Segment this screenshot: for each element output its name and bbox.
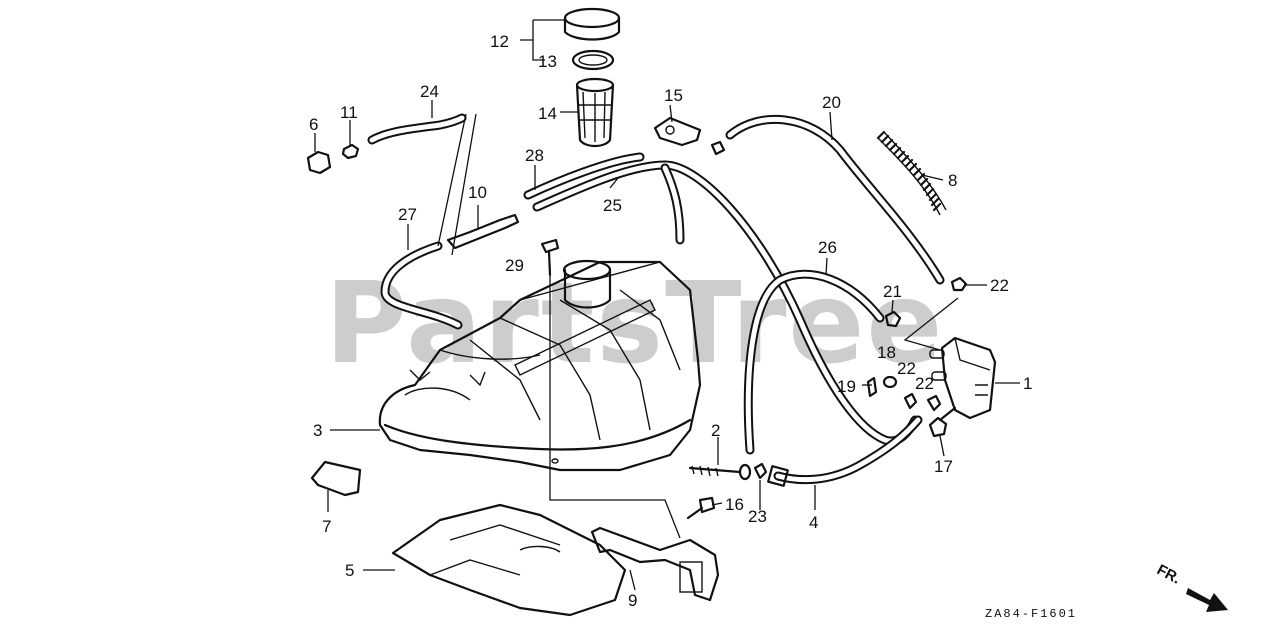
callout-10: 10	[468, 183, 487, 202]
callout-21: 21	[883, 282, 902, 301]
callout-6: 6	[309, 115, 318, 134]
callout-9: 9	[628, 591, 637, 610]
clip-22-b[interactable]	[903, 392, 918, 410]
hose-27[interactable]	[380, 241, 463, 330]
washer-18[interactable]	[882, 375, 898, 389]
clip-23[interactable]	[753, 462, 768, 480]
callout-18: 18	[877, 343, 896, 362]
callout-13: 13	[538, 52, 557, 71]
callout-5: 5	[345, 561, 354, 580]
bolt-16[interactable]	[686, 496, 716, 520]
callout-2: 2	[711, 421, 720, 440]
callout-29: 29	[505, 256, 524, 275]
clip-21[interactable]	[884, 310, 902, 328]
callout-15: 15	[664, 86, 683, 105]
clip-19[interactable]	[866, 376, 878, 398]
cap-gasket[interactable]	[571, 49, 615, 71]
tank-bracket[interactable]	[590, 526, 720, 602]
callouts: 1 2 3 4 5 6 7 8 9 10 11 12 13 14 15 16 1…	[309, 32, 1032, 610]
callout-24: 24	[420, 82, 439, 101]
filler-cap[interactable]	[563, 7, 621, 41]
breather-clip[interactable]	[446, 213, 520, 250]
heat-shield[interactable]	[391, 503, 627, 617]
fuel-cock[interactable]	[929, 336, 997, 420]
callout-22-b: 22	[897, 359, 916, 378]
hose-25[interactable]	[532, 160, 920, 446]
callout-22-a: 22	[990, 276, 1009, 295]
bolt-2[interactable]	[688, 463, 752, 481]
clip[interactable]	[310, 460, 362, 497]
callout-14: 14	[538, 104, 557, 123]
bolt-17[interactable]	[928, 406, 957, 438]
direction-label: FR.	[1154, 561, 1183, 587]
callout-25: 25	[603, 196, 622, 215]
callout-11: 11	[340, 103, 358, 122]
hose-28[interactable]	[523, 152, 645, 200]
callout-1: 1	[1023, 374, 1032, 393]
fuel-tank[interactable]	[378, 259, 702, 472]
clip-22-c[interactable]	[926, 394, 942, 412]
callout-16: 16	[725, 495, 744, 514]
callout-17: 17	[934, 457, 953, 476]
watermark: PartsTree	[325, 259, 944, 389]
arrow-down-right-icon	[1186, 588, 1228, 612]
leader-lines	[314, 19, 1020, 591]
hose-26[interactable]	[743, 269, 885, 455]
clip-22-a[interactable]	[950, 276, 968, 292]
callout-26: 26	[818, 238, 837, 257]
callout-27: 27	[398, 205, 417, 224]
hose-4[interactable]	[767, 415, 923, 487]
callout-12: 12	[490, 32, 509, 51]
cap-plug[interactable]	[306, 150, 332, 175]
hose-protector-spring[interactable]	[876, 130, 947, 216]
diagram-code: ZA84-F1601	[985, 607, 1077, 621]
callout-23: 23	[748, 507, 767, 526]
clip-hose-top[interactable]	[710, 140, 726, 156]
callout-8: 8	[948, 171, 957, 190]
callout-22-c: 22	[915, 374, 934, 393]
callout-3: 3	[313, 421, 322, 440]
callout-7: 7	[322, 517, 331, 536]
callout-4: 4	[809, 513, 818, 532]
front-direction-indicator: FR.	[1154, 561, 1228, 612]
callout-28: 28	[525, 146, 544, 165]
hose-20[interactable]	[725, 114, 945, 285]
fuel-strainer[interactable]	[575, 77, 615, 148]
hose-24[interactable]	[367, 113, 467, 145]
callout-20: 20	[822, 93, 841, 112]
small-clip[interactable]	[341, 143, 360, 160]
hose-clamp[interactable]	[653, 116, 702, 147]
callout-19: 19	[837, 377, 856, 396]
